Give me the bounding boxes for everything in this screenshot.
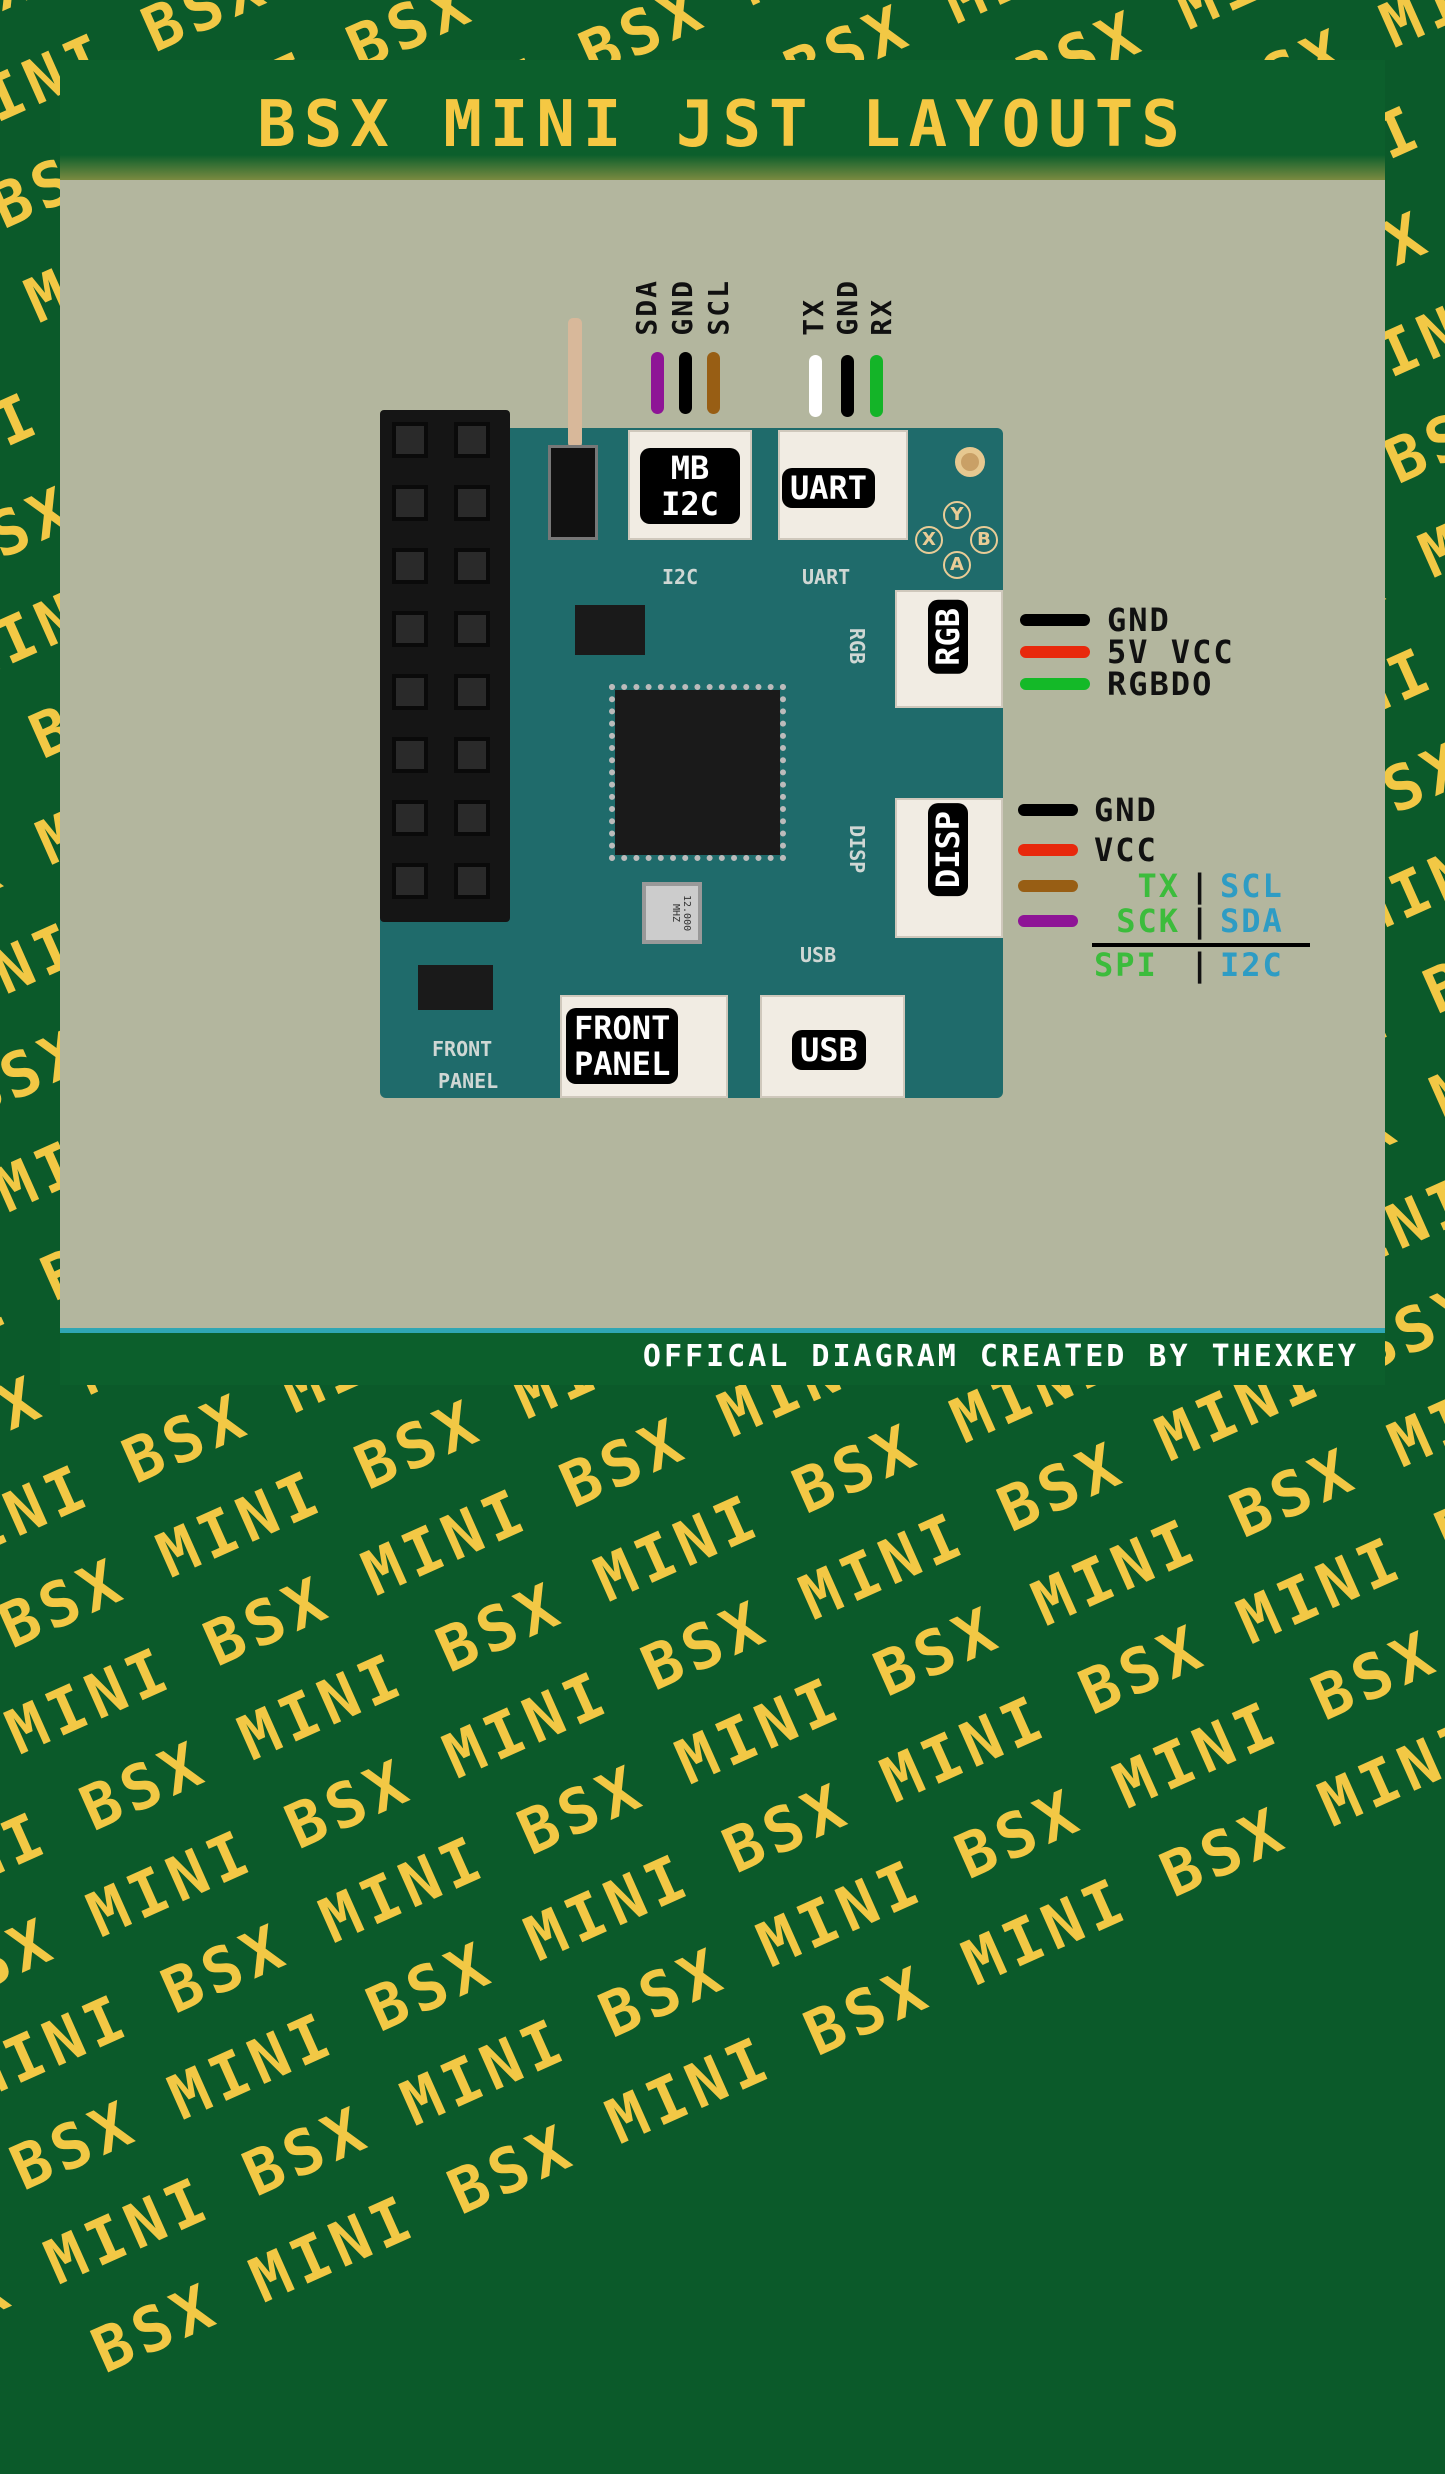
uart-tag: UART (782, 468, 876, 508)
disp-wire-swatch (1018, 844, 1078, 856)
wire-scl (707, 352, 720, 414)
header-hole (454, 800, 490, 836)
button-label-a: A (943, 551, 971, 579)
header-hole (454, 674, 490, 710)
header-hole (454, 863, 490, 899)
header-hole (392, 674, 428, 710)
i2c-pin-label: SDA (1220, 902, 1284, 940)
rgb-wire-swatch (1020, 678, 1090, 690)
header-hole (392, 863, 428, 899)
silk-uart: UART (802, 565, 851, 589)
jumper-block (548, 445, 598, 540)
mounting-hole (955, 447, 985, 477)
header-hole (454, 737, 490, 773)
header-hole (392, 737, 428, 773)
mb-label: MB (670, 449, 710, 487)
regulator-chip (418, 965, 493, 1010)
jumper-pin (568, 318, 582, 448)
pin-label-rx: RX (865, 298, 898, 336)
wire-gnd (841, 355, 854, 417)
spi-pin-label: SCK (1116, 902, 1180, 940)
pin-label-gnd: GND (666, 279, 699, 336)
header-hole (454, 611, 490, 647)
separator: | (1190, 902, 1212, 940)
silk-i2c: I2C (662, 565, 699, 589)
silk-panel: PANEL (438, 1069, 499, 1093)
disp-tag: DISP (928, 803, 968, 897)
button-label-b: B (970, 526, 998, 554)
wire-sda (651, 352, 664, 414)
footer: OFFICAL DIAGRAM CREATED BY THEXKEY (60, 1328, 1385, 1385)
rgb-tag: RGB (928, 600, 968, 674)
header-hole (454, 422, 490, 458)
disp-legend-label: VCC (1094, 831, 1158, 869)
spi-heading: SPI (1094, 946, 1158, 984)
pin-header (380, 410, 510, 922)
diagram-panel: BSX MINI JST LAYOUTS OFFICAL DIAGRAM CRE… (60, 60, 1385, 1385)
silk-rgb: RGB (845, 628, 869, 665)
header-hole (392, 800, 428, 836)
small-chip (575, 605, 645, 655)
page-title: BSX MINI JST LAYOUTS (257, 88, 1188, 162)
disp-wire-swatch (1018, 880, 1078, 892)
credit-text: OFFICAL DIAGRAM CREATED BY THEXKEY (642, 1339, 1359, 1374)
legend-divider (1092, 943, 1310, 947)
silk-usb: USB (800, 943, 837, 967)
wire-gnd (679, 352, 692, 414)
disp-legend-label: GND (1094, 791, 1158, 829)
header-hole (392, 611, 428, 647)
rgb-legend-label: RGBDO (1107, 665, 1214, 703)
header-hole (454, 548, 490, 584)
header-hole (392, 485, 428, 521)
i2c-pin-label: SCL (1220, 867, 1284, 905)
separator: | (1190, 867, 1212, 905)
silk-disp: DISP (845, 825, 869, 874)
rgb-legend-label: GND (1107, 601, 1171, 639)
button-label-y: Y (943, 501, 971, 529)
spi-pin-label: TX (1137, 867, 1180, 905)
i2c-label: I2C (661, 485, 719, 523)
usb-connector (760, 995, 905, 1098)
rgb-legend-label: 5V VCC (1107, 633, 1235, 671)
disp-wire-swatch (1018, 804, 1078, 816)
wire-rx (870, 355, 883, 417)
header-hole (392, 422, 428, 458)
front-label: FRONT (574, 1009, 671, 1047)
disp-wire-swatch (1018, 915, 1078, 927)
usb-tag: USB (792, 1030, 866, 1070)
i2c-heading: I2C (1220, 946, 1284, 984)
silk-front: FRONT (432, 1037, 493, 1061)
wire-tx (809, 355, 822, 417)
panel-label: PANEL (574, 1045, 671, 1083)
header-hole (454, 485, 490, 521)
header: BSX MINI JST LAYOUTS (60, 60, 1385, 180)
separator: | (1190, 946, 1212, 984)
header-hole (392, 548, 428, 584)
rgb-wire-swatch (1020, 646, 1090, 658)
pin-label-tx: TX (797, 298, 830, 336)
pin-label-scl: SCL (702, 279, 735, 336)
pin-label-sda: SDA (630, 279, 663, 336)
rgb-wire-swatch (1020, 614, 1090, 626)
pin-label-gnd: GND (831, 279, 864, 336)
crystal: 12.000 MHZ (642, 882, 702, 944)
button-label-x: X (915, 526, 943, 554)
microcontroller-chip (609, 684, 786, 861)
